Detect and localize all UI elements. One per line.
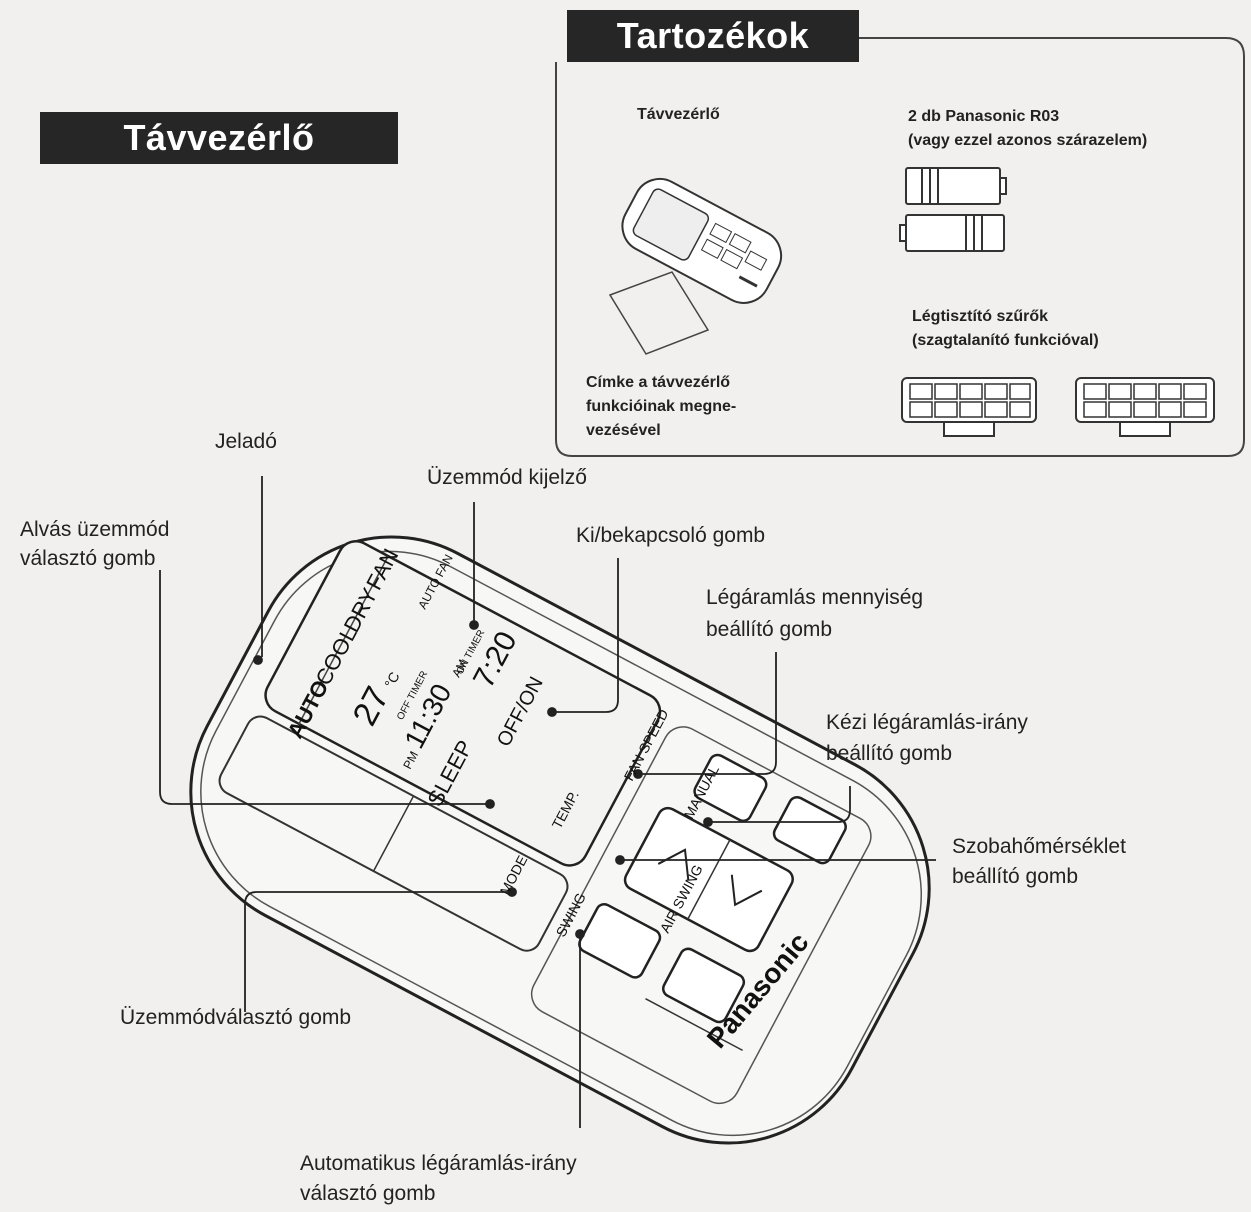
- swing-button-shape: [661, 947, 746, 1024]
- lcd-panel: [264, 540, 662, 867]
- battery-icon: [899, 167, 1007, 252]
- mode-button[interactable]: MODE: [497, 853, 531, 898]
- callout-fan-speed-2: beállító gomb: [706, 618, 833, 641]
- callout-swing-2: választó gomb: [300, 1182, 436, 1205]
- callout-sleep-1: Alvás üzemmód: [20, 518, 170, 541]
- acc-batteries-label-1: 2 db Panasonic R03: [908, 108, 1060, 125]
- manual-button-shape: [772, 795, 847, 865]
- remote-section-header: Távvezérlő: [40, 112, 398, 164]
- callout-swing-1: Automatikus légáramlás-irány: [300, 1152, 577, 1175]
- callout-mode-button: Üzemmódválasztó gomb: [120, 1006, 352, 1029]
- callout-fan-speed-1: Légáramlás mennyiség: [706, 586, 924, 609]
- acc-filters-label-1: Légtisztító szűrők: [912, 308, 1049, 325]
- acc-sticker-label-2: funkcióinak megne-: [586, 398, 737, 415]
- pm-indicator: PM: [400, 749, 421, 771]
- callout-manual-2: beállító gomb: [826, 742, 953, 765]
- callout-sleep-2: választó gomb: [20, 547, 156, 570]
- callout-onoff: Ki/bekapcsoló gomb: [576, 524, 766, 547]
- accessories-section-header: Tartozékok: [567, 10, 859, 62]
- acc-remote-label: Távvezérlő: [637, 106, 720, 123]
- acc-batteries-label-2: (vagy ezzel azonos szárazelem): [908, 132, 1148, 149]
- mode-button-shape: [578, 902, 662, 979]
- callout-manual-1: Kézi légáramlás-irány: [826, 711, 1028, 734]
- manual-button[interactable]: MANUAL: [681, 762, 723, 821]
- callout-transmitter: Jeladó: [215, 430, 277, 453]
- temperature-unit: °C: [381, 669, 403, 690]
- acc-sticker-label-3: vezésével: [586, 422, 661, 439]
- air-swing-label: AIR SWING: [657, 862, 706, 935]
- leader-lines: [159, 476, 936, 1128]
- mini-remote-icon: [621, 177, 783, 304]
- callout-mode-display: Üzemmód kijelző: [427, 466, 587, 489]
- callout-temp-1: Szobahőmérséklet: [952, 835, 1126, 858]
- filter-icon: [901, 377, 1215, 437]
- callout-temp-2: beállító gomb: [952, 865, 1079, 888]
- acc-filters-label-2: (szagtalanító funkcióval): [912, 332, 1099, 349]
- temp-button[interactable]: TEMP.: [549, 788, 582, 832]
- label-sticker-icon: [608, 271, 710, 355]
- sleep-button[interactable]: SLEEP: [422, 736, 477, 810]
- brand-logo: Panasonic: [701, 927, 815, 1054]
- mode-dry: DRY: [339, 584, 383, 637]
- offon-button[interactable]: OFF/ON: [493, 673, 548, 750]
- mode-fan: FAN: [361, 544, 403, 594]
- swing-button[interactable]: SWING: [553, 890, 589, 939]
- acc-sticker-label-1: Címke a távvezérlő: [586, 374, 731, 391]
- auto-fan-label: AUTO FAN: [415, 552, 455, 611]
- fan-speed-button[interactable]: FAN SPEED: [621, 707, 672, 784]
